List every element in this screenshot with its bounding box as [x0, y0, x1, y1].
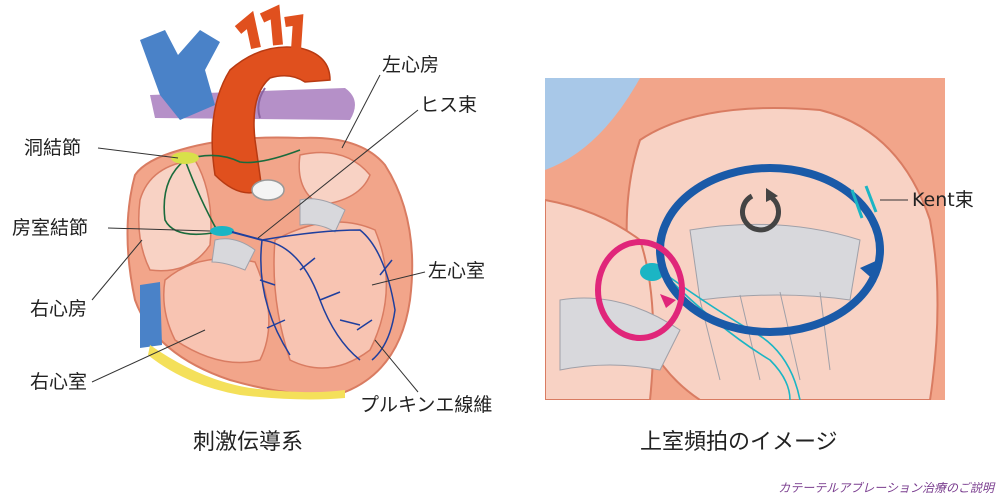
leader-line — [91, 329, 206, 383]
his-bundle — [231, 231, 263, 241]
leader-line — [374, 339, 419, 393]
rotation-arrow-icon — [740, 193, 781, 233]
caption-svt: 上室頻拍のイメージ — [640, 430, 838, 455]
left-ventricle-chamber — [273, 221, 388, 369]
label-his-bundle: ヒス束 — [420, 94, 478, 116]
label-right-ventricle: 右心室 — [30, 371, 88, 393]
sinus-node — [171, 152, 199, 164]
credit-text: カテーテルアブレーション治療のご説明 — [778, 481, 994, 495]
label-kent-bundle: Kent束 — [912, 189, 974, 211]
av-node — [210, 226, 234, 236]
valve — [211, 238, 256, 271]
valve — [299, 198, 346, 233]
right-atrium-chamber — [138, 159, 212, 272]
leader-line — [257, 109, 419, 239]
leader-line — [371, 271, 426, 286]
reentry-circuit-pink — [595, 239, 685, 341]
heart-illustration — [91, 4, 426, 400]
label-left-ventricle: 左心室 — [428, 260, 486, 282]
caption-conduction-system: 刺激伝導系 — [193, 430, 304, 455]
valve — [689, 223, 861, 301]
label-right-atrium: 右心房 — [30, 298, 88, 320]
leader-line — [107, 227, 211, 232]
inferior-vena-cava — [140, 282, 162, 348]
purkinje-fibers — [259, 229, 396, 361]
av-node — [640, 263, 664, 281]
superior-vena-cava — [140, 30, 220, 120]
leader-line — [97, 147, 179, 159]
leader-line — [91, 239, 143, 301]
left-atrium-chamber — [298, 151, 371, 206]
leader-line — [341, 74, 381, 149]
conduction-pathway — [163, 149, 301, 236]
label-purkinje-fibers: プルキンエ線維 — [360, 394, 493, 416]
label-sinus-node: 洞結節 — [24, 137, 82, 159]
label-av-node: 房室結節 — [12, 217, 89, 239]
kent-bundle-mark — [850, 189, 864, 219]
kent-bundle-mark — [864, 185, 878, 213]
aorta — [211, 46, 331, 194]
label-left-atrium: 左心房 — [382, 54, 440, 76]
epicardial-fat — [148, 345, 345, 400]
svt-illustration — [545, 78, 945, 400]
